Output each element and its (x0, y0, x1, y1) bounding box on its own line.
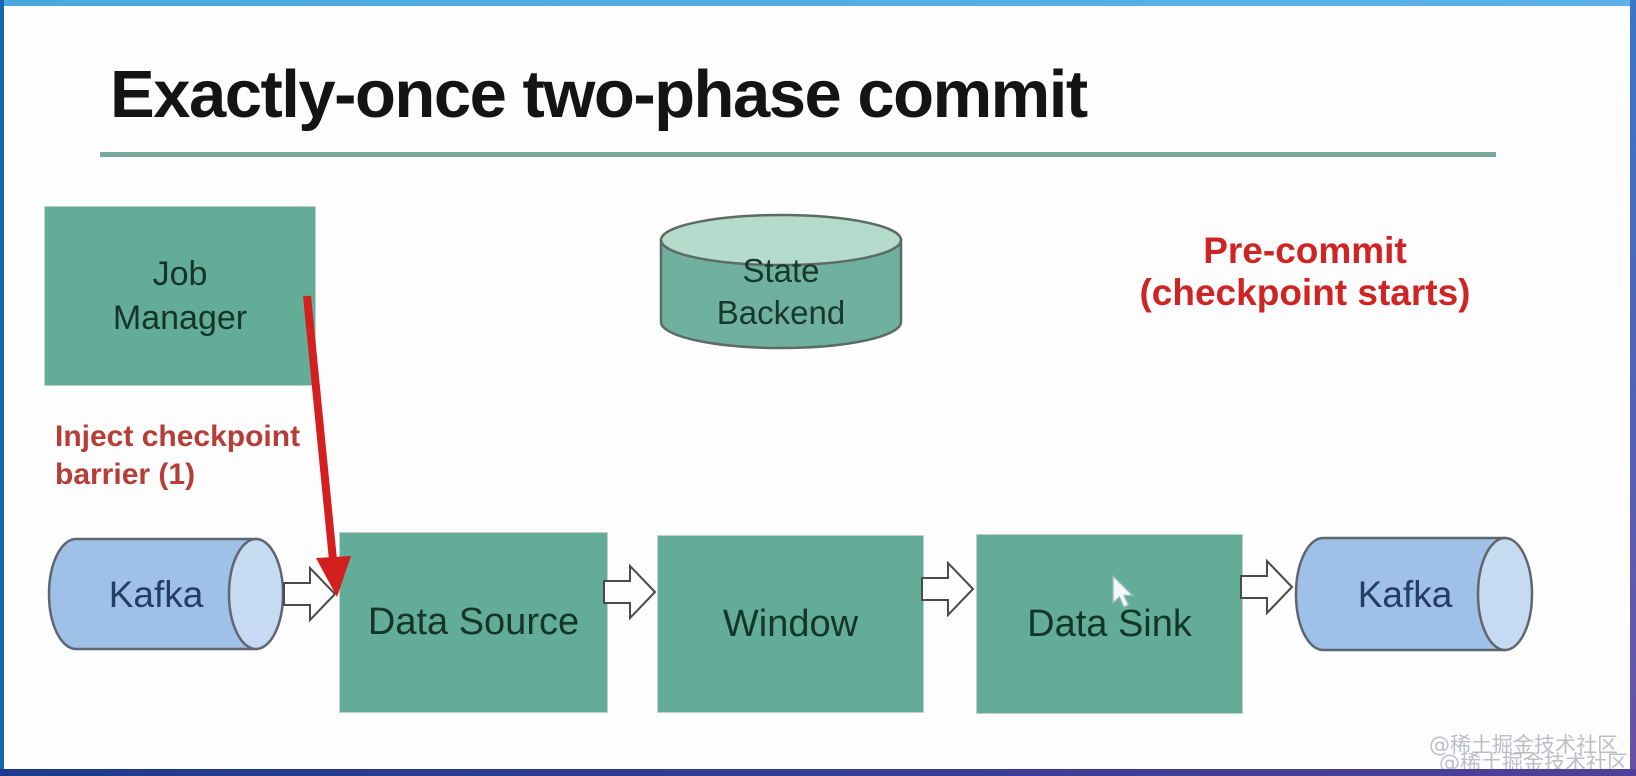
node-state-backend: State Backend (659, 213, 903, 350)
data-sink-label: Data Sink (1027, 602, 1192, 645)
state-backend-label-line2: Backend (717, 294, 845, 331)
phase-annotation-line2: (checkpoint starts) (1139, 272, 1471, 313)
node-kafka-out: Kafka (1294, 536, 1534, 652)
kafka-out-label: Kafka (1358, 574, 1453, 615)
frame-border-top (0, 0, 1636, 6)
node-data-sink: Data Sink (977, 535, 1242, 713)
watermark-line1: @稀土掘金技术社区 (1429, 733, 1618, 757)
state-backend-top (659, 213, 903, 267)
frame-border-left (0, 0, 4, 776)
flow-arrow-sink-to-kafka-icon (1240, 559, 1294, 615)
kafka-in-label: Kafka (109, 574, 204, 615)
node-job-manager: Job Manager (45, 207, 315, 385)
node-kafka-in: Kafka (47, 537, 285, 651)
flow-arrow-kafka-to-source-icon (283, 566, 337, 622)
inject-annotation-line2: barrier (1) (55, 458, 196, 491)
state-backend-label-line1: State (742, 252, 819, 289)
flow-arrow-window-to-sink-icon (921, 561, 975, 617)
window-label: Window (722, 602, 859, 645)
phase-annotation: Pre-commit (checkpoint starts) (1090, 230, 1520, 314)
job-manager-label-line1: Job (152, 255, 208, 293)
kafka-out-body (1294, 536, 1507, 652)
node-window: Window (658, 536, 923, 712)
title-underline (100, 152, 1496, 157)
node-data-source: Data Source (340, 533, 607, 712)
kafka-out-end (1476, 536, 1534, 652)
data-source-label: Data Source (367, 601, 580, 643)
kafka-in-end (227, 537, 285, 651)
flow-arrow-source-to-window-icon (603, 564, 657, 620)
state-backend-body (659, 238, 903, 350)
frame-border-bottom (0, 769, 1636, 776)
frame-border-right (1630, 0, 1636, 776)
inject-annotation: Inject checkpoint barrier (1) (55, 418, 300, 494)
slide-title: Exactly-once two-phase commit (110, 57, 1088, 132)
kafka-in-body (47, 537, 258, 651)
job-manager-label-line2: Manager (112, 299, 248, 337)
inject-annotation-line1: Inject checkpoint (55, 420, 301, 453)
phase-annotation-line1: Pre-commit (1203, 230, 1407, 271)
